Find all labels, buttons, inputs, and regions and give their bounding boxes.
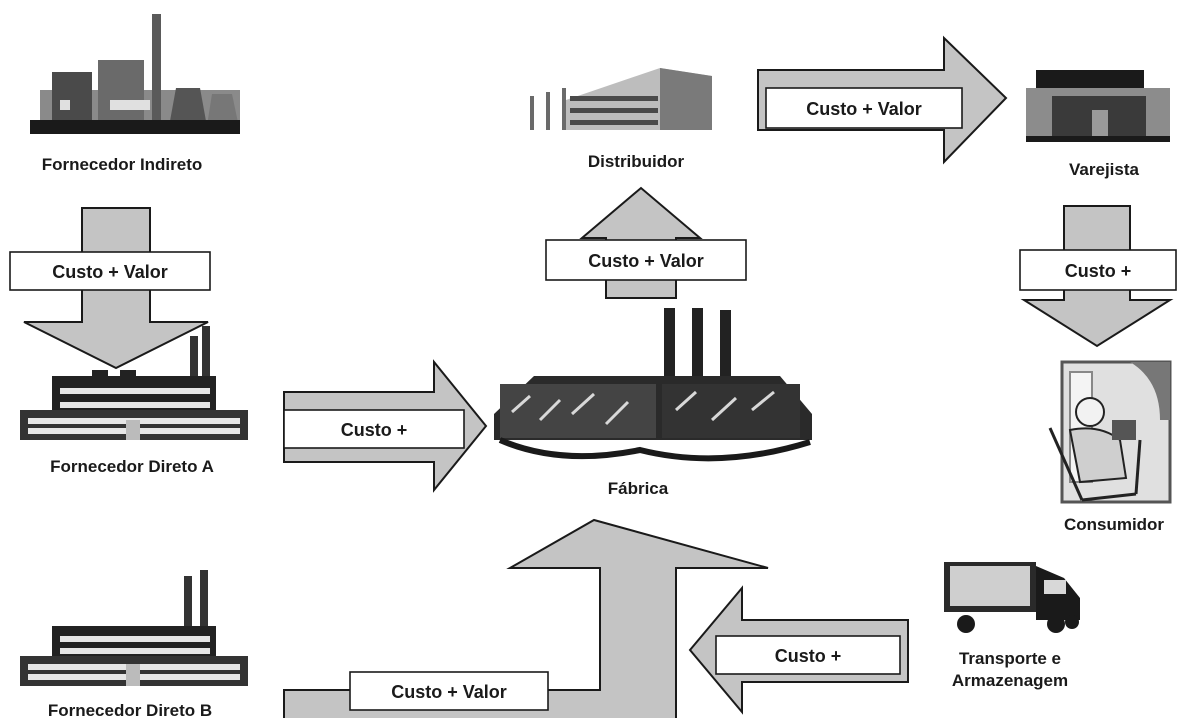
node-label-consumidor: Consumidor xyxy=(1064,515,1164,534)
truck-icon xyxy=(944,562,1080,633)
node-label-distribuidor: Distribuidor xyxy=(588,152,685,171)
arrow-direto-b-to-fabrica: Custo + Valor xyxy=(283,518,769,718)
arrow-fabrica-to-distribuidor: Custo + Valor xyxy=(545,186,747,299)
node-label-fornecedor-direto-b: Fornecedor Direto B xyxy=(48,701,212,718)
node-label-varejista: Varejista xyxy=(1069,160,1139,179)
node-label-transporte-line2: Armazenagem xyxy=(952,671,1068,690)
factory-icon xyxy=(494,308,812,462)
factory-building-icon xyxy=(20,326,248,440)
arrow-varejista-to-consumidor: Custo + xyxy=(1019,205,1177,348)
arrow-label-fabrica-to-distribuidor: Custo + Valor xyxy=(588,251,704,271)
node-label-transporte-line1: Transporte e xyxy=(959,649,1061,668)
arrow-label-distribuidor-to-varejista: Custo + Valor xyxy=(806,99,922,119)
arrow-distribuidor-to-varejista: Custo + Valor xyxy=(757,35,1008,165)
arrow-label-a-to-fabrica: Custo + xyxy=(341,420,408,440)
person-reading-icon xyxy=(1048,360,1172,504)
arrow-label-b-to-fabrica: Custo + Valor xyxy=(391,682,507,702)
node-label-fornecedor-indireto: Fornecedor Indireto xyxy=(42,155,203,174)
office-building-icon xyxy=(530,68,712,130)
power-plant-icon xyxy=(30,14,240,134)
arrow-label-transporte-to-fabrica: Custo + xyxy=(775,646,842,666)
arrow-transporte-to-fabrica: Custo + xyxy=(688,585,909,715)
arrow-label-indireto-to-a: Custo + Valor xyxy=(52,262,168,282)
node-label-fornecedor-direto-a: Fornecedor Direto A xyxy=(50,457,214,476)
node-label-fabrica: Fábrica xyxy=(608,479,669,498)
arrow-label-varejista-to-consumidor: Custo + xyxy=(1065,261,1132,281)
factory-building-icon xyxy=(20,570,248,686)
storefront-icon xyxy=(1026,70,1170,142)
arrow-direto-a-to-fabrica: Custo + xyxy=(283,359,488,493)
arrow-indireto-to-direto-a: Custo + Valor xyxy=(9,207,211,370)
